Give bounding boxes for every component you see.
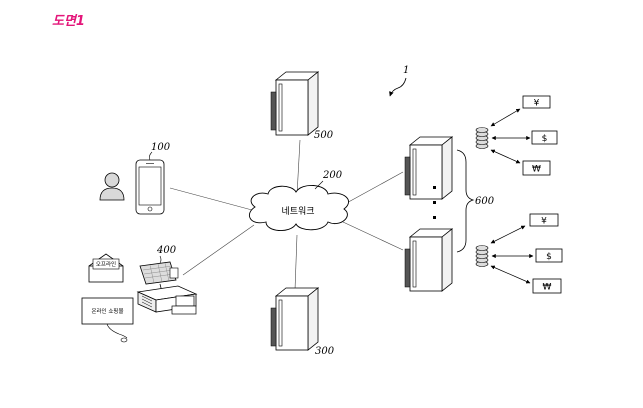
pos-terminal-400: 400 오프라인 온라인 쇼핑몰: [82, 245, 196, 342]
server-500: 500: [271, 72, 334, 141]
svg-text:₩: ₩: [543, 283, 552, 293]
coin-stack-icon: [476, 246, 488, 267]
currency-box-yen: ¥: [530, 214, 558, 227]
svg-text:¥: ¥: [541, 217, 547, 227]
offline-store: 오프라인: [89, 254, 123, 282]
person-icon: [100, 173, 124, 200]
network-ref-label: 200: [322, 170, 343, 181]
svg-text:¥: ¥: [534, 99, 540, 109]
coin-stack-icon: [476, 128, 488, 149]
system-reference: 1: [390, 65, 409, 96]
network-label: 네트워크: [281, 206, 314, 217]
currency-box-won: ₩: [533, 279, 561, 293]
svg-text:$: $: [546, 252, 552, 262]
server-600-top: [405, 137, 452, 199]
online-mall: 온라인 쇼핑몰: [82, 298, 133, 342]
currency-box-won: ₩: [523, 161, 550, 175]
user-terminal-label: 100: [151, 142, 171, 153]
system-label: 1: [403, 65, 409, 76]
svg-text:$: $: [542, 134, 548, 144]
server-600-bottom: [405, 229, 452, 291]
server-group-label: 600: [475, 196, 495, 207]
pos-terminal-label: 400: [156, 245, 177, 256]
network-cloud-200: 네트워크 200: [249, 170, 348, 231]
server-300: 300: [271, 288, 335, 357]
online-mall-label: 온라인 쇼핑몰: [91, 307, 123, 315]
user-terminal-100: 100: [100, 142, 171, 214]
server-300-label: 300: [315, 346, 335, 357]
server-group-600: 600: [405, 137, 495, 291]
smartphone-icon: [136, 160, 164, 214]
offline-store-label: 오프라인: [96, 260, 116, 268]
currency-box-yen: ¥: [523, 96, 550, 109]
currency-box-dollar: $: [536, 249, 562, 262]
currency-box-dollar: $: [532, 131, 557, 144]
svg-text:₩: ₩: [532, 165, 541, 175]
server-500-label: 500: [314, 130, 334, 141]
bracket: [457, 150, 473, 252]
currency-cluster-bottom: ¥ $ ₩: [476, 214, 562, 293]
currency-cluster-top: ¥ $ ₩: [476, 96, 557, 175]
